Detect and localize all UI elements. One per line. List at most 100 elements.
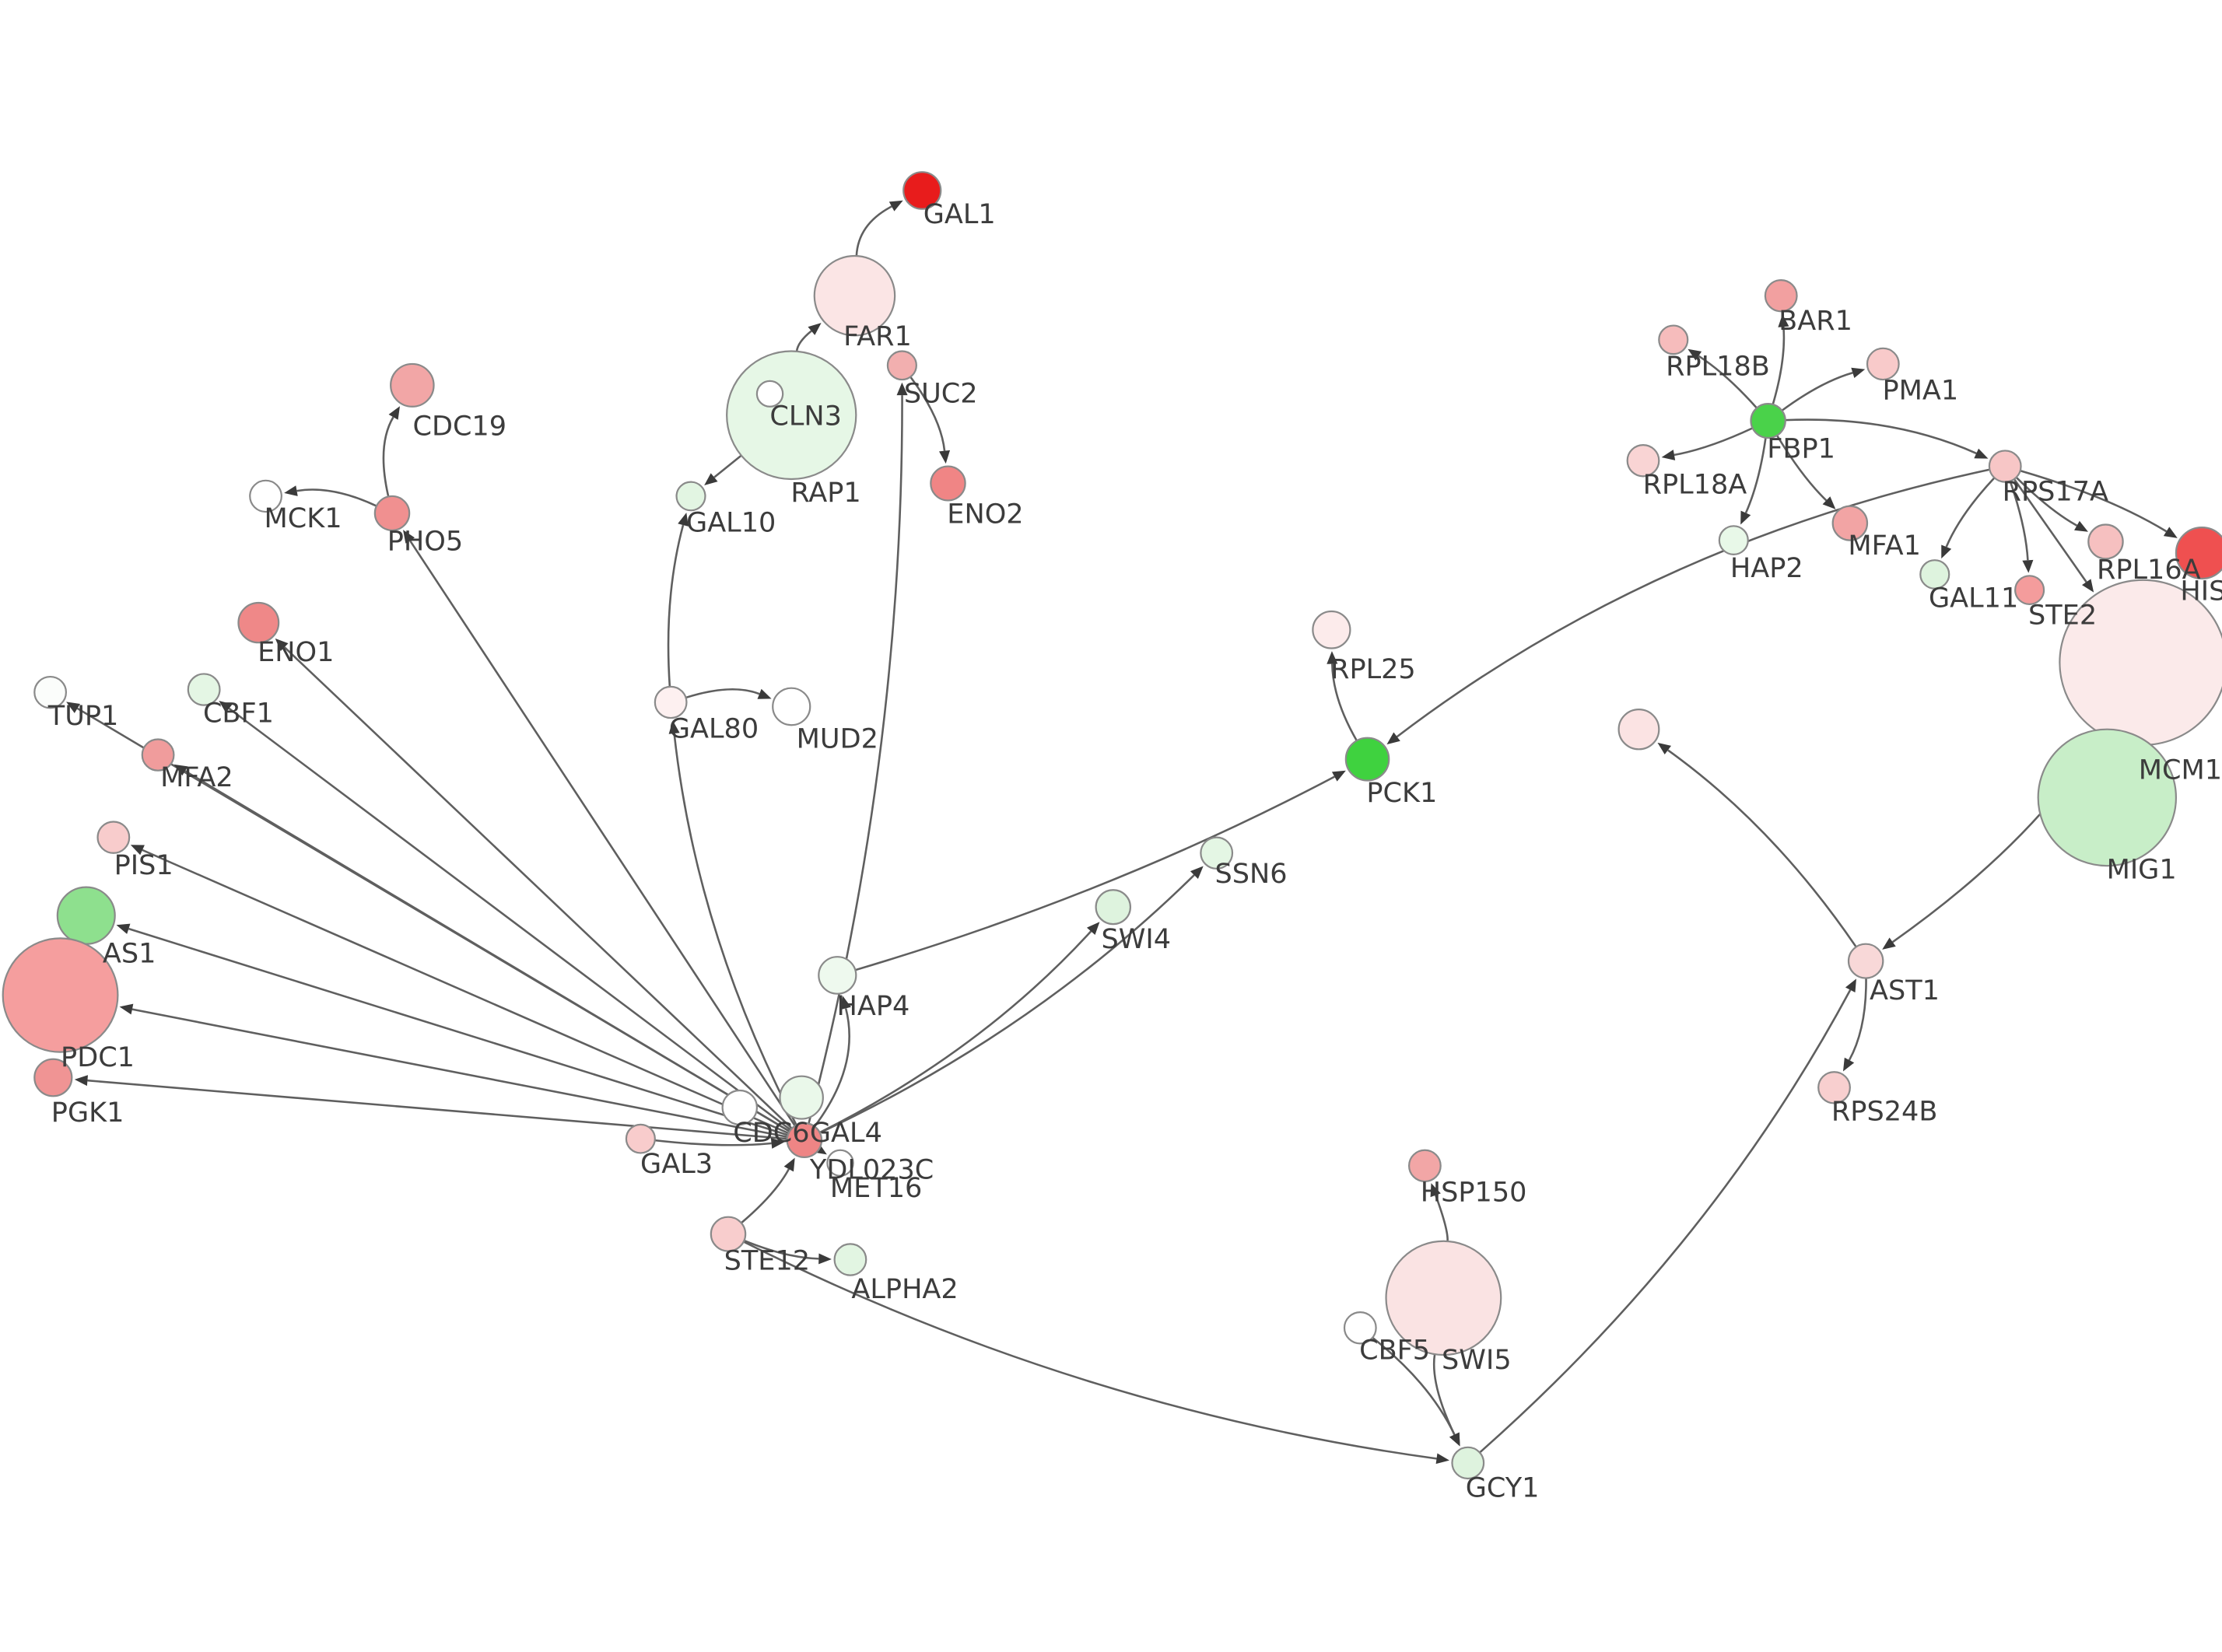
node-GCY1[interactable]	[1451, 1446, 1485, 1480]
edge-GAL4-SWI4[interactable]	[819, 922, 1100, 1134]
edge-RAP1-FAR1[interactable]	[795, 323, 822, 352]
edge-FBP1-MFA1[interactable]	[1775, 435, 1836, 509]
edge-FBP1-BAR1[interactable]	[1772, 313, 1789, 405]
node-SUC2[interactable]	[886, 350, 917, 381]
edge-RPS17A-HIS4[interactable]	[2020, 469, 2178, 538]
edge-GAL4-AS1[interactable]	[116, 923, 789, 1136]
node-RPS24B[interactable]	[1817, 1071, 1851, 1104]
node-AS1[interactable]	[56, 886, 116, 945]
node-CDC19[interactable]	[390, 362, 435, 408]
node-label-GAL4: GAL4	[810, 1118, 882, 1149]
node-ENO2[interactable]	[930, 465, 966, 502]
edge-AST1-RPS24B[interactable]	[1842, 978, 1867, 1072]
edge-GAL4-SSN6[interactable]	[819, 866, 1204, 1134]
edge-STE12-ALPHA2[interactable]	[744, 1239, 832, 1265]
edge-FBP1-RPL18B[interactable]	[1688, 348, 1758, 409]
node-AST1[interactable]	[1847, 943, 1884, 979]
node-PGK1[interactable]	[33, 1058, 73, 1097]
node-FAR1[interactable]	[813, 254, 896, 337]
arrowhead-icon	[770, 1138, 785, 1149]
edge-CBF5-GCY1[interactable]	[1372, 1336, 1460, 1447]
node-HAP2[interactable]	[1718, 525, 1749, 555]
edge-FBP1-HAP2[interactable]	[1740, 437, 1767, 525]
edge-RAP1-GAL10[interactable]	[704, 454, 742, 486]
edge-GAL80-GAL10[interactable]	[667, 513, 689, 687]
node-MFA1[interactable]	[1831, 505, 1869, 541]
edge-GAL4-PDC1[interactable]	[119, 1003, 788, 1139]
node-RPL25[interactable]	[1312, 610, 1351, 649]
node-STE12[interactable]	[710, 1216, 747, 1252]
node-HAP4[interactable]	[818, 956, 857, 995]
node-TUP1[interactable]	[33, 675, 68, 709]
node-RPS17A[interactable]	[1988, 450, 2022, 483]
node-RAP1[interactable]	[726, 350, 857, 481]
edge-GAL80-MUD2[interactable]	[685, 688, 772, 699]
edge-GAL4-GAL80[interactable]	[668, 720, 797, 1125]
node-GAL10[interactable]	[675, 481, 706, 512]
node-FBP1[interactable]	[1750, 403, 1786, 439]
arrowhead-icon	[2163, 527, 2178, 538]
node-PCK1[interactable]	[1344, 737, 1390, 782]
edge-RPS17A-PCK1[interactable]	[1386, 468, 1990, 745]
node-CBF5[interactable]	[1343, 1311, 1377, 1345]
node-MUD2[interactable]	[772, 687, 811, 726]
node-PDC1[interactable]	[2, 937, 119, 1053]
edge-FAR1-GAL1[interactable]	[855, 200, 903, 257]
edge-GAL4-PIS1[interactable]	[130, 845, 790, 1135]
node-HIS4[interactable]	[2175, 527, 2222, 580]
node-CBF1[interactable]	[187, 673, 221, 706]
edge-RPS17A-RPL16A[interactable]	[2015, 476, 2088, 532]
edge-GAL3-GAL4[interactable]	[654, 1138, 785, 1149]
node-ENO1[interactable]	[237, 601, 280, 644]
edge-RPS17A-GAL11[interactable]	[1941, 477, 1996, 559]
node-GAL1[interactable]	[902, 171, 942, 210]
node-GAL11[interactable]	[1919, 559, 1950, 590]
edge-FBP1-PMA1[interactable]	[1781, 367, 1866, 411]
node-CLN3[interactable]	[755, 380, 784, 408]
edge-STE12-GAL4[interactable]	[740, 1157, 795, 1224]
edge-FBP1-RPL18A[interactable]	[1661, 427, 1754, 460]
node-CDC6[interactable]	[721, 1089, 759, 1125]
node-PIS1[interactable]	[96, 821, 131, 854]
edge-SWI5-HSP150[interactable]	[1430, 1183, 1449, 1242]
edge-GAL4-MFA2[interactable]	[173, 764, 790, 1132]
node-SWI5[interactable]	[1385, 1240, 1502, 1356]
node-GAL80[interactable]	[654, 685, 688, 719]
node-YDL023C[interactable]	[779, 1075, 824, 1120]
node-MFA2[interactable]	[141, 738, 175, 772]
node-BAR1[interactable]	[1764, 278, 1798, 313]
node-SSN6[interactable]	[1200, 836, 1234, 870]
edge-GAL4-SUC2[interactable]	[808, 382, 908, 1125]
edge-SUC2-ENO2[interactable]	[909, 376, 951, 464]
node-GAL3[interactable]	[625, 1123, 656, 1154]
node-MIG1[interactable]	[2037, 728, 2178, 867]
edge-GCY1-AST1[interactable]	[1479, 978, 1856, 1454]
edge-GAL4-PGK1[interactable]	[74, 1075, 787, 1140]
edge-GAL4-HAP4[interactable]	[813, 996, 851, 1128]
node-GAL4[interactable]	[786, 1122, 823, 1158]
edge-GAL4-CBF1[interactable]	[219, 700, 791, 1131]
edge-RPS17A-MCM1[interactable]	[2013, 478, 2094, 593]
node-unlabeled[interactable]	[1617, 709, 1660, 751]
edge-STE12-GCY1[interactable]	[743, 1241, 1449, 1465]
node-MCK1[interactable]	[249, 479, 282, 513]
edge-RPS17A-STE2[interactable]	[2009, 481, 2034, 573]
edge-FBP1-RPS17A[interactable]	[1785, 418, 1989, 459]
node-STE2[interactable]	[2014, 575, 2045, 605]
edge-PHO5-CDC19[interactable]	[382, 406, 400, 497]
node-HSP150[interactable]	[1407, 1149, 1442, 1183]
edge-AST1-unlabeled[interactable]	[1657, 742, 1857, 948]
node-SWI4[interactable]	[1095, 889, 1132, 926]
node-PHO5[interactable]	[373, 495, 411, 531]
edge-PHO5-MCK1[interactable]	[284, 485, 377, 507]
node-RPL18B[interactable]	[1658, 324, 1689, 355]
node-ALPHA2[interactable]	[833, 1243, 867, 1276]
node-RPL18A[interactable]	[1626, 444, 1660, 478]
node-RPL16A[interactable]	[2087, 523, 2124, 560]
node-PMA1[interactable]	[1866, 347, 1900, 381]
node-MET16[interactable]	[826, 1149, 854, 1177]
edge-GAL4-PHO5[interactable]	[403, 530, 796, 1127]
edge-GAL4-ENO1[interactable]	[275, 638, 793, 1129]
edge-HAP4-PCK1[interactable]	[855, 770, 1346, 971]
edge-PCK1-RPL25[interactable]	[1327, 651, 1358, 741]
